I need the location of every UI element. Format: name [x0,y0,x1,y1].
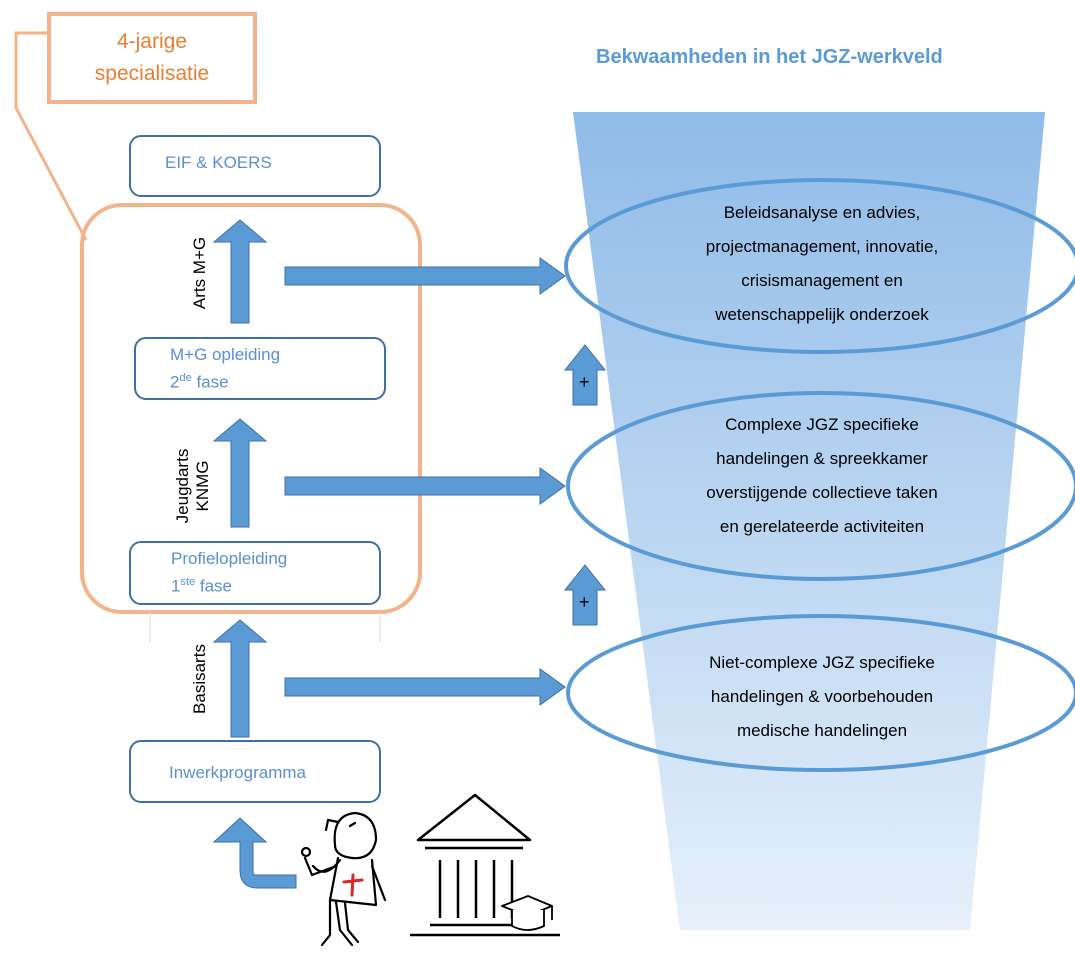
competency-top-line-1: Beleidsanalyse en advies, [723,203,921,222]
stage-mg-ordinal: 2 [170,372,180,392]
label-jeugdarts-line1: Jeugdarts [173,448,192,524]
competency-ellipse-middle [566,391,1075,581]
title-line-1: 4-jarige [116,30,188,53]
arrow-up-arts [212,219,268,324]
title-line-2: specialisatie [94,62,210,85]
label-basisarts: Basisarts [190,644,209,714]
arrow-up-jeugdarts [212,418,268,528]
competency-bottom-line-2: handelingen & voorbehouden [710,687,934,706]
specialisation-bracket-line [14,31,88,241]
arrow-up-plus-lower [563,564,607,626]
arrow-up-basisarts [212,619,268,738]
competency-top-line-4: wetenschappelijk onderzoek [715,305,929,324]
plus-sign-upper: + [579,372,590,392]
stage-box-inwerk: Inwerkprogramma [129,740,381,803]
graduation-cap-icon [501,895,553,931]
stage-mg-line1: M+G opleiding [170,345,281,364]
red-cross-icon [342,873,364,897]
university-building-icon [410,793,560,937]
competency-middle-line-1: Complexe JGZ specifieke [725,415,919,434]
arrow-entry-bend [212,817,297,889]
competency-middle-line-4: en gerelateerde activiteiten [719,517,925,536]
competency-bottom-line-1: Niet-complexe JGZ specifieke [709,653,935,672]
arrow-right-middle [284,467,566,505]
label-jeugdarts: Jeugdarts KNMG [173,436,217,536]
arrow-up-plus-upper [563,344,607,406]
competency-middle-line-2: handelingen & spreekkamer [716,449,928,468]
stage-box-eif: EIF & KOERS [129,135,381,197]
stage-box-profiel: Profielopleiding 1ste fase [129,541,381,605]
competency-bottom-line-3: medische handelingen [736,721,908,740]
stage-profiel-superscript: ste [180,576,196,588]
specialisation-title-box: 4-jarige specialisatie [47,12,257,104]
competency-text-bottom: Niet-complexe JGZ specifieke handelingen… [622,646,1022,748]
competency-funnel [573,112,1045,930]
stage-mg-line2: 2de fase [170,372,229,393]
competency-top-line-3: crisismanagement en [741,271,903,290]
doctor-icon [300,811,387,947]
stage-eif-label: EIF & KOERS [165,153,272,172]
page-heading: Bekwaamheden in het JGZ-werkveld [596,46,943,68]
stage-box-mg: M+G opleiding 2de fase [134,337,386,400]
competency-text-middle: Complexe JGZ specifieke handelingen & sp… [622,408,1022,544]
arrow-right-bottom [284,668,566,706]
competency-top-line-2: projectmanagement, innovatie, [705,237,939,256]
stage-profiel-ordinal: 1 [171,576,181,596]
competency-text-top: Beleidsanalyse en advies, projectmanagem… [622,196,1022,332]
stage-profiel-rest: fase [195,576,233,596]
plus-sign-lower: + [579,592,590,612]
stage-mg-superscript: de [179,372,192,384]
stage-inwerk-label: Inwerkprogramma [169,763,306,782]
stage-profiel-line1: Profielopleiding [171,549,288,568]
stage-mg-rest: fase [191,372,229,392]
competency-ellipse-bottom [566,614,1075,772]
label-arts-mg: Arts M+G [190,236,209,310]
stage-profiel-line2: 1ste fase [171,576,232,597]
competency-ellipse-top [564,178,1075,354]
arrow-right-top [284,257,566,295]
label-jeugdarts-line2: KNMG [193,460,212,512]
specialisation-frame [80,203,422,614]
competency-middle-line-3: overstijgende collectieve taken [706,483,938,502]
